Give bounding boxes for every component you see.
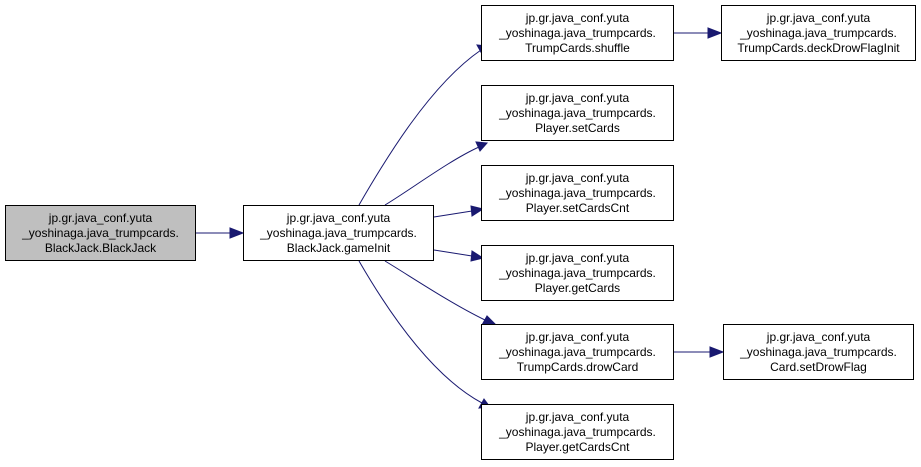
node-label-line: TrumpCards.deckDrowFlagInit [737, 40, 900, 55]
node-label-line: jp.gr.java_conf.yuta [525, 250, 630, 265]
node-label-line: _yoshinaga.java_trumpcards. [740, 25, 897, 40]
node-card-setdrowflag[interactable]: jp.gr.java_conf.yuta _yoshinaga.java_tru… [723, 324, 914, 380]
node-label-line: jp.gr.java_conf.yuta [286, 210, 391, 225]
node-label-line: jp.gr.java_conf.yuta [766, 329, 871, 344]
node-label-line: _yoshinaga.java_trumpcards. [260, 225, 417, 240]
node-label-line: jp.gr.java_conf.yuta [525, 409, 630, 424]
node-label-line: _yoshinaga.java_trumpcards. [499, 424, 656, 439]
node-label-line: _yoshinaga.java_trumpcards. [499, 105, 656, 120]
node-trumpcards-shuffle[interactable]: jp.gr.java_conf.yuta _yoshinaga.java_tru… [481, 5, 674, 61]
node-label-line: Player.setCards [535, 120, 620, 135]
node-label-line: BlackJack.gameInit [286, 240, 391, 255]
edge-gameinit-to-shuffle [358, 44, 488, 206]
node-blackjack-blackjack: jp.gr.java_conf.yuta _yoshinaga.java_tru… [5, 205, 196, 261]
node-label-line: Player.getCardsCnt [525, 439, 630, 454]
node-label-line: jp.gr.java_conf.yuta [525, 10, 630, 25]
node-player-getcards[interactable]: jp.gr.java_conf.yuta _yoshinaga.java_tru… [481, 245, 674, 301]
node-trumpcards-drowcard[interactable]: jp.gr.java_conf.yuta _yoshinaga.java_tru… [481, 324, 674, 380]
edge-gameinit-to-drowcard [384, 260, 498, 326]
edge-gameinit-to-getcards [433, 249, 485, 262]
node-label-line: BlackJack.BlackJack [44, 240, 157, 255]
node-player-getcardscnt[interactable]: jp.gr.java_conf.yuta _yoshinaga.java_tru… [481, 404, 674, 460]
node-label-line: _yoshinaga.java_trumpcards. [499, 265, 656, 280]
node-player-setcardscnt[interactable]: jp.gr.java_conf.yuta _yoshinaga.java_tru… [481, 165, 674, 221]
node-blackjack-gameinit[interactable]: jp.gr.java_conf.yuta _yoshinaga.java_tru… [243, 205, 434, 261]
node-label-line: jp.gr.java_conf.yuta [766, 10, 871, 25]
node-label-line: _yoshinaga.java_trumpcards. [499, 185, 656, 200]
edge-gameinit-to-setcardscnt [433, 205, 485, 218]
node-label-line: _yoshinaga.java_trumpcards. [22, 225, 179, 240]
node-label-line: _yoshinaga.java_trumpcards. [499, 344, 656, 359]
edge-drowcard-to-setdrowflag [674, 346, 725, 358]
edge-gameinit-to-getcardscnt [358, 260, 491, 409]
edge-blackjack-to-gameinit [196, 227, 245, 239]
node-label-line: TrumpCards.shuffle [525, 40, 630, 55]
node-label-line: _yoshinaga.java_trumpcards. [499, 25, 656, 40]
edge-shuffle-to-deckdrowflaginit [674, 27, 723, 39]
node-label-line: jp.gr.java_conf.yuta [525, 329, 630, 344]
node-label-line: jp.gr.java_conf.yuta [48, 210, 153, 225]
node-trumpcards-deckdrowflaginit[interactable]: jp.gr.java_conf.yuta _yoshinaga.java_tru… [721, 5, 916, 61]
node-player-setcards[interactable]: jp.gr.java_conf.yuta _yoshinaga.java_tru… [481, 85, 674, 141]
edge-gameinit-to-setcards [384, 141, 489, 206]
node-label-line: Player.getCards [534, 280, 621, 295]
node-label-line: TrumpCards.drowCard [516, 359, 639, 374]
node-label-line: jp.gr.java_conf.yuta [525, 170, 630, 185]
node-label-line: Card.setDrowFlag [770, 359, 867, 374]
node-label-line: Player.setCardsCnt [525, 200, 630, 215]
node-label-line: _yoshinaga.java_trumpcards. [740, 344, 897, 359]
node-label-line: jp.gr.java_conf.yuta [525, 90, 630, 105]
